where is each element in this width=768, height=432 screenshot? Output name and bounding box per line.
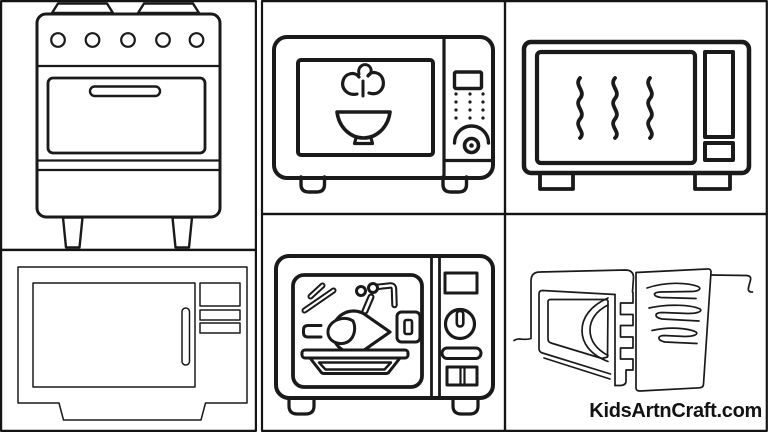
watermark-text: KidsArtnCraft.com: [589, 400, 762, 422]
microwave-steam-waves-drawing: [521, 39, 752, 191]
gas-stove-drawing: [35, 2, 222, 249]
microwave-roast-chicken-drawing: [274, 254, 495, 416]
microwave-plain-drawing: [17, 266, 248, 421]
microwave-steaming-bowl-drawing: [272, 35, 495, 194]
microwave-one-line-drawing: [513, 268, 754, 392]
